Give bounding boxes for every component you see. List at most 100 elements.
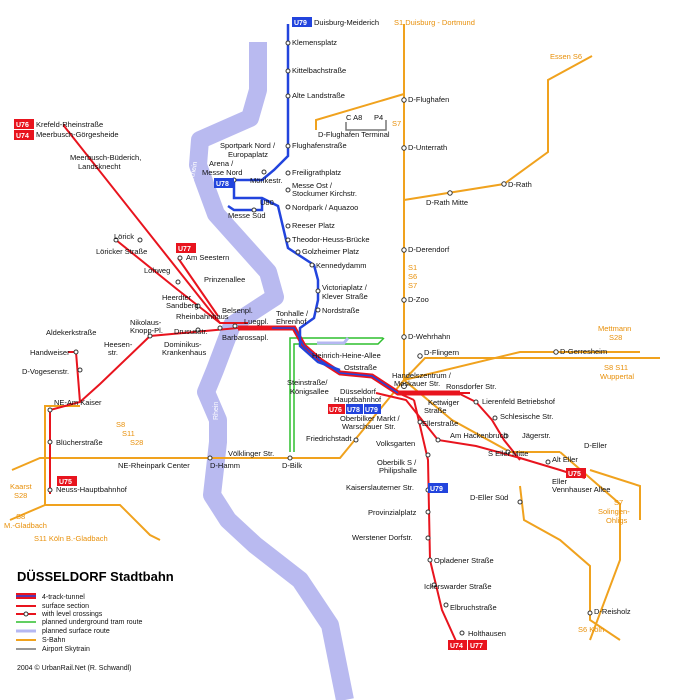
stop-dot[interactable] [401,145,407,151]
badge-u79-top: U79 [292,17,312,27]
stop-dot[interactable] [175,279,181,285]
stop-dot[interactable] [285,68,291,74]
map-credit: 2004 © UrbanRail.Net (R. Schwandl) [17,664,132,672]
stop-dot[interactable] [261,169,267,175]
stop-dot[interactable] [113,237,119,243]
station-label: Nordpark / Aquazoo [292,203,358,212]
svg-text:4-track-tunnel: 4-track-tunnel [42,594,85,601]
stop-dot[interactable] [459,630,465,636]
stop-dot[interactable] [505,449,511,455]
stop-dot[interactable] [285,93,291,99]
stop-dot[interactable] [285,187,291,193]
stop-dot[interactable] [447,190,453,196]
line-u77-seestern [177,257,219,317]
stop-dot[interactable] [435,437,441,443]
stop-dot[interactable] [315,288,321,294]
sbahn-s7-solingen [519,485,621,641]
svg-text:with level crossings: with level crossings [41,611,103,618]
stop-dot[interactable] [517,499,523,505]
station-label: Oberbilker Markt / [340,414,401,423]
badge-u75-neuss: U75 [57,476,77,486]
stop-dot[interactable] [195,327,201,333]
stop-dot[interactable] [501,181,507,187]
stop-dot[interactable] [177,255,183,261]
station-label: D-Wehrhahn [408,332,450,341]
station-label: Victoriaplatz / [322,283,368,292]
station-label: Philipshalle [379,466,417,475]
stop-dot[interactable] [285,223,291,229]
stop-dot[interactable] [217,325,223,331]
stop-dot[interactable] [545,459,551,465]
stop-dot[interactable] [417,419,423,425]
station-label: Ickerswarder Straße [424,582,492,591]
stop-dot[interactable] [401,334,407,340]
stop-dot[interactable] [443,602,449,608]
stop-dot[interactable] [503,433,509,439]
svg-text:U78: U78 [216,181,229,188]
station-label: Völklinger Str. [228,449,274,458]
stop-dot[interactable] [195,303,201,309]
station-label: NE-Am Kaiser [54,398,102,407]
stop-dot[interactable] [285,170,291,176]
stop-dot[interactable] [287,455,293,461]
sbahn-label: Solingen- [598,507,630,516]
stop-dot[interactable] [417,353,423,359]
stop-dot[interactable] [285,237,291,243]
stop-dot[interactable] [47,487,53,493]
station-label: Belsenpl. [222,306,253,315]
stop-dot[interactable] [73,349,79,355]
station-label: Kaiserslauterner Str. [346,483,414,492]
stop-dot[interactable] [401,97,407,103]
stop-dot[interactable] [285,40,291,46]
stop-dot[interactable] [353,437,359,443]
sbahn-s1-trunk [403,24,560,453]
station-label: D-Flingern [424,348,459,357]
stop-dot[interactable] [425,535,431,541]
stop-dot[interactable] [137,237,143,243]
legend-item-skytrain: Airport Skytrain [16,646,90,653]
station-label: Neuss-Hauptbahnhof [56,485,128,494]
stop-dot[interactable] [285,143,291,149]
sbahn-koeln-bgladbach [45,504,161,541]
station-label: Ehrenhof [276,317,307,326]
stop-dot[interactable] [251,207,257,213]
station-label: Am Hackenbruch [450,431,508,440]
stop-dot[interactable] [401,383,407,389]
stop-dot[interactable] [309,262,315,268]
station-label: Düsseldorf [340,387,377,396]
stop-dot[interactable] [47,407,53,413]
stop-dot[interactable] [295,249,301,255]
stop-dot[interactable] [427,557,433,563]
stop-dot[interactable] [232,323,238,329]
stop-dot[interactable] [401,297,407,303]
sbahn-label: Ohligs [606,516,628,525]
station-label: Flughafenstraße [292,141,347,150]
stop-dot[interactable] [425,452,431,458]
station-label: Messe Nord [202,168,242,177]
stop-dot[interactable] [207,455,213,461]
stop-dot[interactable] [553,349,559,355]
stop-dot[interactable] [492,415,498,421]
stop-dot[interactable] [473,399,479,405]
sbahn-west [11,379,405,471]
stop-dot[interactable] [315,307,321,313]
stop-dot[interactable] [147,333,153,339]
stop-dot[interactable] [77,367,83,373]
station-label: Handweiser [30,348,70,357]
station-label: D-Eller Süd [470,493,508,502]
station-label: Klever Straße [322,292,368,301]
station-label: D-Reisholz [594,607,631,616]
stop-dot[interactable] [425,509,431,515]
stop-dot[interactable] [47,439,53,445]
stop-dot[interactable] [587,610,593,616]
station-label: Heesen- [104,340,133,349]
sbahn-airport-branch [315,93,405,130]
station-label: Opladener Straße [434,556,494,565]
svg-text:U77: U77 [178,246,191,253]
stop-dot[interactable] [401,247,407,253]
stop-dot[interactable] [431,582,437,588]
line-badges: U79 U76 U74 U77 U78 U76 U78 U79 U75 U75 … [14,17,586,650]
station-label: Meerbusch-Büderich, [70,153,141,162]
svg-text:U77: U77 [470,643,483,650]
stop-dot[interactable] [285,204,291,210]
